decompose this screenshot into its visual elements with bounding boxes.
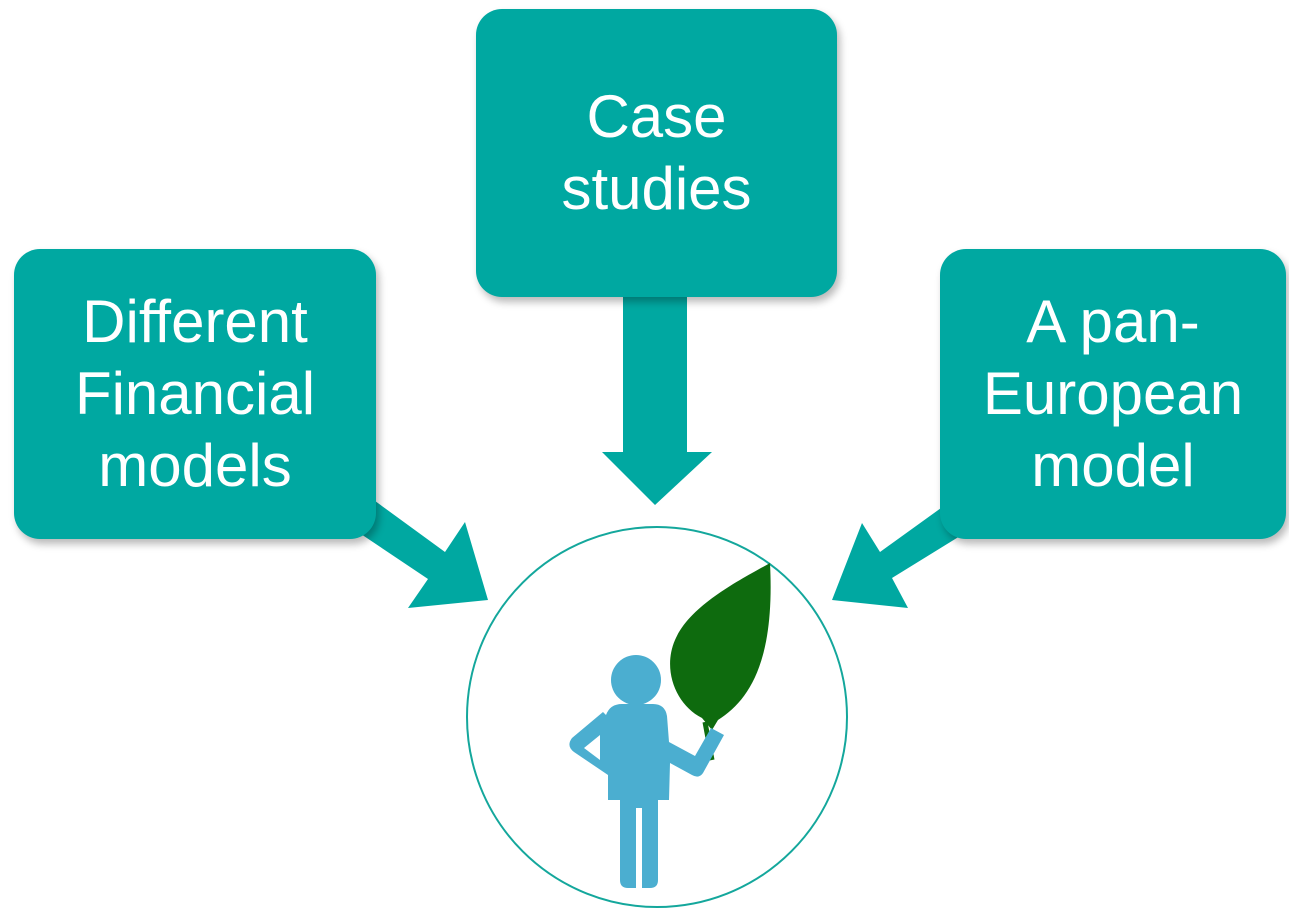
node-label-line: models (98, 432, 292, 499)
node-label-line: model (1031, 432, 1195, 499)
node-label-line: Different (82, 288, 308, 355)
node-label-line: Case (586, 83, 727, 150)
arrow-center-to-hub (602, 297, 712, 505)
node-label: Case studies (561, 81, 751, 225)
node-label-line: A pan- (1026, 288, 1200, 355)
node-different-financial-models: Different Financial models (14, 249, 376, 539)
node-label: A pan- European model (983, 286, 1243, 502)
arrow-left-to-hub (340, 490, 488, 608)
node-label-line: studies (561, 155, 752, 222)
node-label-line: Financial (74, 360, 316, 427)
node-case-studies: Case studies (476, 9, 837, 297)
node-label: Different Financial models (75, 286, 315, 502)
node-pan-european-model: A pan- European model (940, 249, 1286, 539)
person-holding-leaf-icon (569, 563, 771, 888)
node-label-line: European (982, 360, 1244, 427)
